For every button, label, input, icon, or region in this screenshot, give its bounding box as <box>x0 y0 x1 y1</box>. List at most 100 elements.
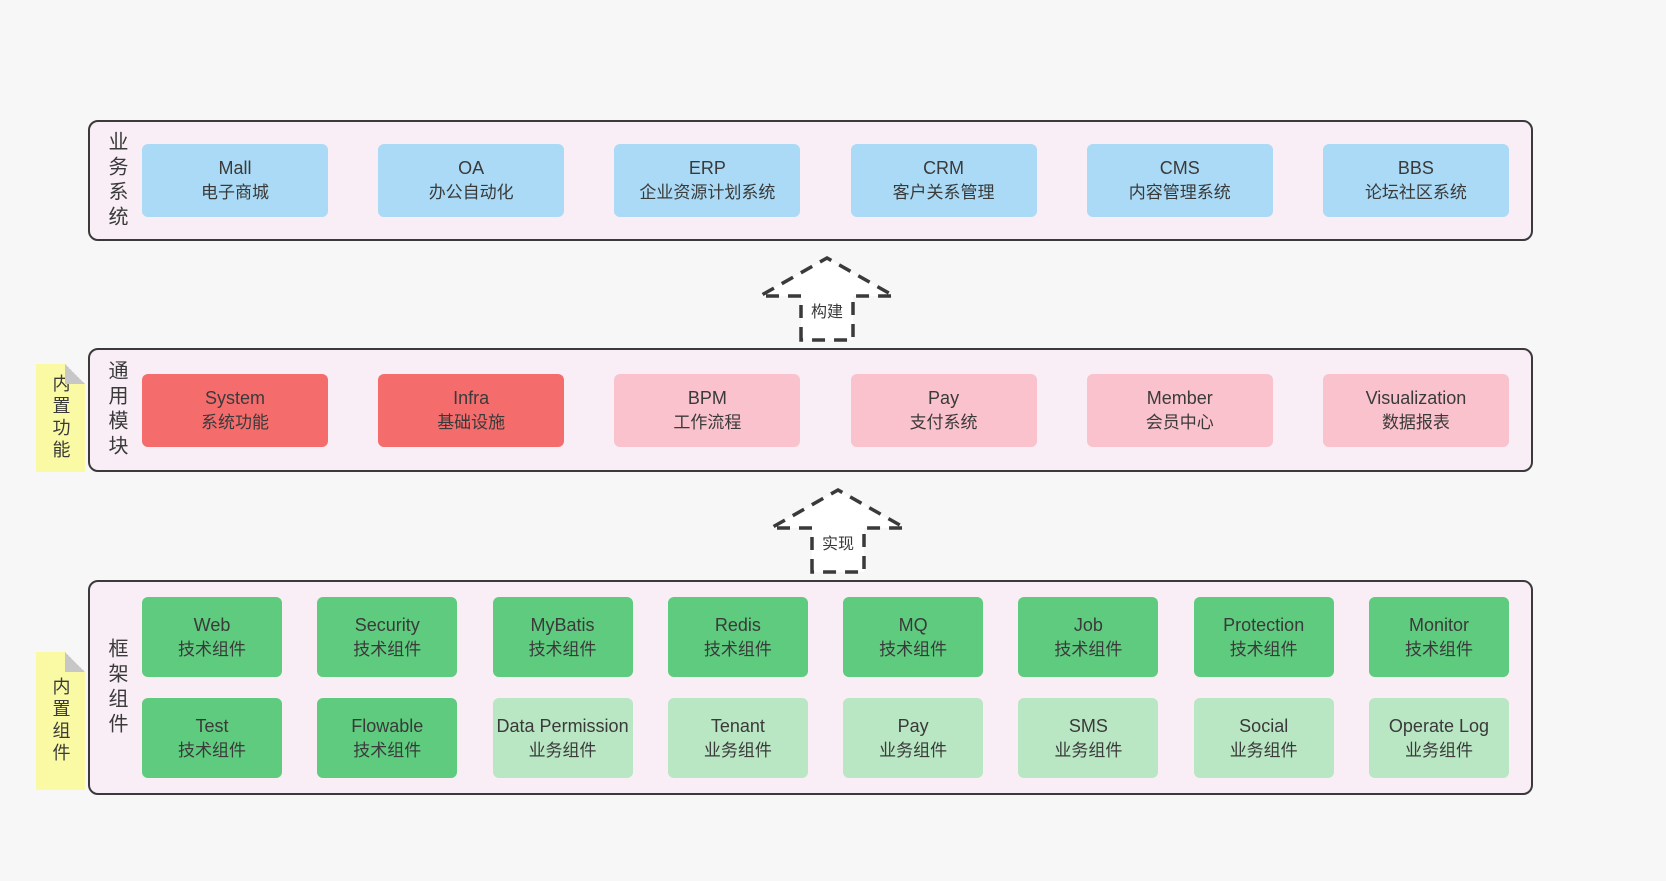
box-subtitle: 业务组件 <box>528 740 597 760</box>
box-title: Web <box>193 614 231 635</box>
business-boxes-row: Mall 电子商城 OA 办公自动化 ERP 企业资源计划系统 CRM 客户关系… <box>142 144 1509 217</box>
folded-corner-icon <box>65 364 85 384</box>
section-label-text: 框架组件 <box>105 637 127 738</box>
box-bpm: BPM 工作流程 <box>614 373 801 447</box>
box-subtitle: 技术组件 <box>353 740 422 760</box>
box-title: Mall <box>218 158 252 178</box>
sticky-label: 内置组件 <box>50 677 71 765</box>
implement-arrow-icon: 实现 <box>763 486 913 574</box>
box-redis: Redis 技术组件 <box>667 597 808 677</box>
box-title: CMS <box>1159 158 1200 178</box>
sticky-note-built-in-features: 内置功能 <box>36 364 85 472</box>
box-title: Visualization <box>1365 387 1467 408</box>
box-security: Security 技术组件 <box>317 597 458 677</box>
box-mybatis: MyBatis 技术组件 <box>492 597 633 677</box>
box-title: Redis <box>714 614 761 635</box>
section-label-text: 通用模块 <box>105 360 127 460</box>
box-subtitle: 技术组件 <box>703 639 772 659</box>
box-subtitle: 办公自动化 <box>428 183 514 203</box>
box-subtitle: 技术组件 <box>1404 639 1473 659</box>
section-label-common-modules: 通用模块 <box>90 350 142 470</box>
box-title: ERP <box>688 158 726 178</box>
box-web: Web 技术组件 <box>142 597 282 677</box>
box-subtitle: 内容管理系统 <box>1128 183 1231 203</box>
box-subtitle: 论坛社区系统 <box>1364 183 1467 203</box>
box-flowable: Flowable 技术组件 <box>317 698 458 778</box>
box-protection: Protection 技术组件 <box>1193 597 1334 677</box>
box-subtitle: 会员中心 <box>1145 412 1214 432</box>
box-title: Social <box>1239 715 1289 736</box>
section-label-text: 业务系统 <box>105 130 127 231</box>
folded-corner-icon <box>65 652 85 672</box>
box-title: System <box>204 387 265 408</box>
box-subtitle: 企业资源计划系统 <box>639 183 776 203</box>
box-subtitle: 数据报表 <box>1381 412 1450 432</box>
box-subtitle: 工作流程 <box>673 412 742 432</box>
box-crm: CRM 客户关系管理 <box>850 144 1037 217</box>
box-subtitle: 系统功能 <box>201 412 269 432</box>
box-pay: Pay 支付系统 <box>850 373 1037 447</box>
components-row-business: Test 技术组件 Flowable 技术组件 Data Permission … <box>142 698 1509 778</box>
box-test: Test 技术组件 <box>142 698 282 778</box>
box-visualization: Visualization 数据报表 <box>1322 373 1509 447</box>
box-title: Pay <box>928 387 960 408</box>
box-title: BPM <box>687 387 727 408</box>
sticky-note-built-in-components: 内置组件 <box>36 652 85 790</box>
box-title: Flowable <box>351 715 424 736</box>
box-data-permission: Data Permission 业务组件 <box>492 698 633 778</box>
box-subtitle: 技术组件 <box>353 639 422 659</box>
implement-arrow-label: 实现 <box>819 530 857 554</box>
box-bbs: BBS 论坛社区系统 <box>1322 144 1509 217</box>
box-title: Job <box>1073 614 1103 635</box>
box-title: SMS <box>1068 715 1108 736</box>
box-member: Member 会员中心 <box>1086 373 1273 447</box>
box-title: Security <box>354 614 420 635</box>
box-title: Protection <box>1223 614 1305 635</box>
box-subtitle: 业务组件 <box>703 740 772 760</box>
sticky-label: 内置功能 <box>50 374 71 462</box>
box-subtitle: 技术组件 <box>1229 639 1298 659</box>
section-business-systems: 业务系统 Mall 电子商城 OA 办公自动化 ERP 企业资源计划系统 CRM… <box>88 120 1533 241</box>
box-subtitle: 客户关系管理 <box>892 183 995 203</box>
section-common-modules: 通用模块 System 系统功能 Infra 基础设施 BPM 工作流程 Pay… <box>88 348 1533 472</box>
box-subtitle: 技术组件 <box>528 639 597 659</box>
box-title: MyBatis <box>530 614 595 635</box>
box-title: Infra <box>453 387 490 408</box>
box-subtitle: 业务组件 <box>1054 740 1123 760</box>
box-subtitle: 技术组件 <box>1054 639 1123 659</box>
box-title: Monitor <box>1408 614 1469 635</box>
box-tenant: Tenant 业务组件 <box>667 698 808 778</box>
box-title: OA <box>458 158 485 178</box>
box-oa: OA 办公自动化 <box>378 144 565 217</box>
box-infra: Infra 基础设施 <box>378 373 565 447</box>
box-title: MQ <box>898 614 928 635</box>
box-subtitle: 技术组件 <box>178 740 246 760</box>
box-mall: Mall 电子商城 <box>142 144 328 217</box>
box-subtitle: 技术组件 <box>879 639 948 659</box>
box-operate-log: Operate Log 业务组件 <box>1368 698 1509 778</box>
box-subtitle: 业务组件 <box>879 740 948 760</box>
box-title: Data Permission <box>496 715 629 736</box>
box-title: Member <box>1146 387 1213 408</box>
build-arrow-label: 构建 <box>808 298 846 322</box>
box-mq: MQ 技术组件 <box>843 597 984 677</box>
box-pay: Pay 业务组件 <box>843 698 984 778</box>
box-system: System 系统功能 <box>142 373 328 447</box>
box-sms: SMS 业务组件 <box>1018 698 1159 778</box>
box-subtitle: 支付系统 <box>909 412 978 432</box>
box-monitor: Monitor 技术组件 <box>1368 597 1509 677</box>
build-arrow-icon: 构建 <box>752 254 902 342</box>
section-framework-components: 框架组件 Web 技术组件 Security 技术组件 MyBatis 技术组件… <box>88 580 1533 795</box>
box-subtitle: 电子商城 <box>201 183 269 203</box>
modules-boxes-row: System 系统功能 Infra 基础设施 BPM 工作流程 Pay 支付系统… <box>142 373 1509 447</box>
box-title: Test <box>195 715 229 736</box>
box-title: Tenant <box>710 715 765 736</box>
box-social: Social 业务组件 <box>1193 698 1334 778</box>
box-subtitle: 基础设施 <box>437 412 506 432</box>
box-title: BBS <box>1397 158 1434 178</box>
box-erp: ERP 企业资源计划系统 <box>614 144 801 217</box>
section-label-framework-components: 框架组件 <box>90 582 142 793</box>
box-title: Operate Log <box>1388 715 1489 736</box>
box-subtitle: 技术组件 <box>178 639 246 659</box>
